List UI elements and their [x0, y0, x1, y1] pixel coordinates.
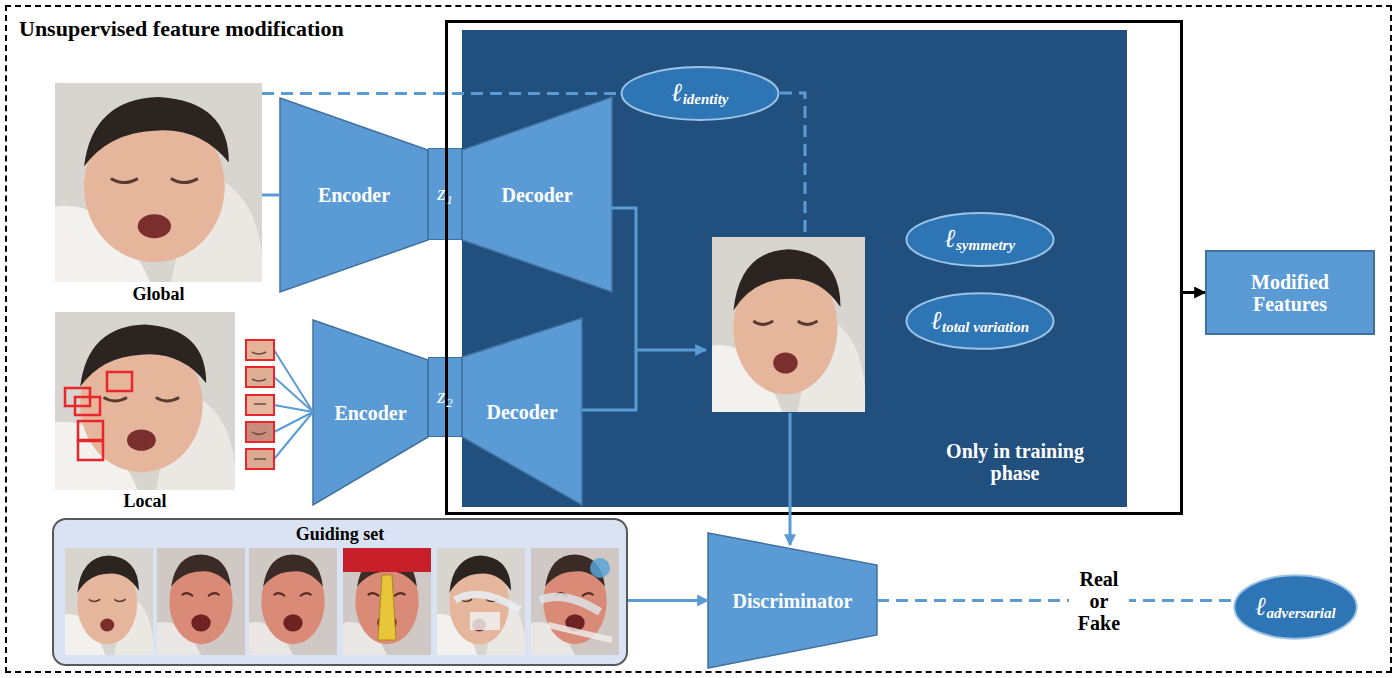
- ellipse-outline: [622, 67, 779, 120]
- loss-ellipse: ℓidentity: [620, 66, 780, 121]
- node-text: Encoder: [334, 402, 406, 424]
- trapezoid-outline: [708, 533, 877, 668]
- node-text: Modified Features: [1230, 271, 1350, 315]
- node-text: Only in training phase: [930, 440, 1100, 484]
- trapezoid-outline: [313, 320, 428, 505]
- node-text: ℓidentity: [672, 79, 729, 108]
- connector: [1183, 291, 1205, 294]
- connector: [628, 599, 708, 602]
- loss-ellipse: ℓadversarial: [1233, 574, 1358, 640]
- ellipse-outline: [907, 213, 1054, 266]
- node-text: Local: [124, 492, 167, 512]
- trapezoid-outline: [462, 318, 582, 505]
- loss-ellipse: ℓsymmetry: [905, 212, 1055, 267]
- node-text: ℓsymmetry: [945, 225, 1015, 254]
- output-box: Modified Features: [1205, 250, 1375, 335]
- node-text: ℓtotal variation: [931, 307, 1029, 336]
- ellipse-outline: [907, 293, 1054, 349]
- edge-label: Real or Fake: [1069, 566, 1129, 636]
- connector: [262, 194, 280, 197]
- node-text: Decoder: [501, 184, 572, 206]
- loss-ellipse: ℓtotal variation: [905, 292, 1055, 350]
- decoder-block: Decoder: [462, 97, 612, 292]
- node-text: ℓadversarial: [1255, 593, 1335, 622]
- discriminator-block: Discriminator: [708, 533, 877, 668]
- encoder-block: Encoder: [313, 320, 428, 505]
- node-text: Encoder: [318, 184, 390, 206]
- connector: [262, 92, 620, 95]
- encoder-block: Encoder: [280, 98, 428, 292]
- connector: [877, 599, 1235, 602]
- trapezoid-outline: [280, 98, 428, 292]
- node-text: Discriminator: [733, 590, 853, 612]
- node-text: Global: [132, 285, 184, 305]
- node-text: Guiding set: [54, 525, 626, 545]
- node-text: z₁: [437, 182, 452, 205]
- trapezoid-outline: [462, 97, 612, 292]
- ellipse-outline: [1234, 575, 1357, 638]
- node-text: Unsupervised feature modification: [19, 17, 344, 41]
- decoder-block: Decoder: [462, 318, 582, 505]
- node-text: Decoder: [486, 401, 557, 423]
- node-text: z₂: [437, 385, 452, 408]
